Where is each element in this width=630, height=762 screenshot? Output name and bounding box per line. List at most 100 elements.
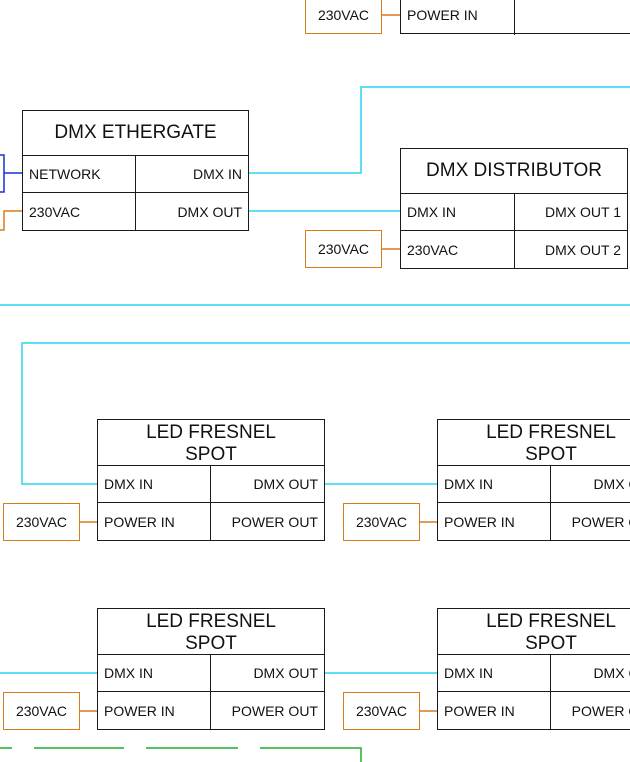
power-source-label: 230VAC: [317, 7, 370, 23]
port-label: DMX OUT: [253, 476, 318, 492]
port-label: POWER IN: [444, 513, 515, 530]
ground-wire: [0, 747, 362, 762]
power-source-label: 230VAC: [15, 703, 68, 719]
port-power-out: POWER OUT: [551, 692, 630, 729]
row-divider: [98, 691, 324, 692]
port-label: DMX OUT 2: [545, 241, 621, 258]
port-label: 230VAC: [407, 241, 459, 258]
power-source-label: 230VAC: [317, 241, 370, 257]
port-power-out: POWER OUT: [551, 503, 630, 540]
power-source-label: 230VAC: [355, 703, 408, 719]
port-label: DMX OUT: [177, 203, 242, 220]
port-label: DMX IN: [193, 165, 242, 182]
row-divider: [438, 691, 630, 692]
port-label: DMX IN: [104, 476, 153, 492]
port-label: DMX IN: [104, 665, 153, 681]
port-power-out: POWER OUT: [211, 692, 324, 729]
row-divider: [438, 502, 630, 503]
device-title: DMX DISTRIBUTOR: [401, 149, 627, 194]
port-power-in: POWER IN: [98, 692, 210, 729]
port-label: POWER OUT: [571, 513, 630, 530]
device-title-line: SPOT: [185, 633, 237, 654]
power-source-230vac: 230VAC: [343, 503, 420, 541]
row-divider: [98, 502, 324, 503]
port-label: DMX OUT: [253, 665, 318, 681]
port-label: 230VAC: [29, 203, 81, 220]
port-dmx-in: DMX IN: [438, 655, 550, 691]
port-label: DMX IN: [444, 476, 493, 492]
power-source-230vac: 230VAC: [305, 0, 382, 34]
port-dmx-in: DMX IN: [401, 193, 514, 230]
led-fresnel-spot: LED FRESNEL SPOT DMX IN DMX OUT POWER IN…: [97, 608, 325, 730]
port-power-in: POWER IN: [438, 692, 550, 729]
dmx-wire: [21, 342, 630, 485]
port-label: POWER IN: [407, 7, 478, 23]
port-label: DMX IN: [407, 203, 456, 220]
port-dmx-out: DMX OUT: [551, 655, 630, 691]
port-label: DMX OUT: [593, 476, 630, 492]
device-title-line: LED FRESNEL: [486, 611, 616, 632]
device-title: LED FRESNEL SPOT: [438, 420, 630, 466]
cell-divider: [210, 654, 211, 729]
port-dmx-in: DMX IN: [438, 466, 550, 502]
port-label: POWER OUT: [231, 702, 318, 719]
port-dmx-out-2: DMX OUT 2: [515, 231, 627, 268]
power-source-label: 230VAC: [355, 514, 408, 530]
port-power-out: POWER OUT: [211, 503, 324, 540]
port-dmx-in: DMX IN: [98, 466, 210, 502]
power-source-230vac: 230VAC: [343, 692, 420, 730]
cell-divider: [514, 193, 515, 268]
port-dmx-out-1: DMX OUT 1: [515, 193, 627, 230]
dmx-ethergate: DMX ETHERGATE NETWORK DMX IN 230VAC DMX …: [22, 110, 249, 231]
device-title-line: LED FRESNEL: [486, 422, 616, 443]
led-fresnel-spot: LED FRESNEL SPOT DMX IN DMX OUT POWER IN…: [437, 608, 630, 730]
power-source-230vac: 230VAC: [3, 692, 80, 730]
cell-divider: [135, 155, 136, 230]
power-wire: [0, 210, 22, 231]
port-label: DMX IN: [444, 665, 493, 681]
port-label: POWER IN: [444, 702, 515, 719]
device-title-line: SPOT: [525, 444, 577, 465]
cell-divider: [210, 465, 211, 540]
port-230vac: 230VAC: [401, 231, 514, 268]
power-source-label: 230VAC: [15, 514, 68, 530]
port-label: POWER IN: [104, 702, 175, 719]
port-power-in: POWER IN: [438, 503, 550, 540]
device-title-text: DMX DISTRIBUTOR: [426, 160, 602, 181]
device-title-line: LED FRESNEL: [146, 611, 276, 632]
port-dmx-out: DMX OUT: [211, 466, 324, 502]
device-title-line: SPOT: [525, 633, 577, 654]
power-source-230vac: 230VAC: [3, 503, 80, 541]
port-dmx-in: DMX IN: [98, 655, 210, 691]
cell-divider: [550, 654, 551, 729]
cell-divider: [514, 0, 515, 35]
port-network: NETWORK: [23, 155, 135, 192]
port-dmx-out: DMX OUT: [211, 655, 324, 691]
device-title-line: SPOT: [185, 444, 237, 465]
led-fresnel-spot: LED FRESNEL SPOT DMX IN DMX OUT POWER IN…: [437, 419, 630, 541]
port-dmx-out: DMX OUT: [551, 466, 630, 502]
device-title: DMX ETHERGATE: [23, 111, 248, 156]
dmx-distributor: DMX DISTRIBUTOR DMX IN DMX OUT 1 230VAC …: [400, 148, 628, 269]
port-power-in: POWER IN: [401, 0, 514, 33]
port-label: NETWORK: [29, 165, 101, 182]
port-label: POWER IN: [104, 513, 175, 530]
port-label: DMX OUT: [593, 665, 630, 681]
port-power-in: POWER IN: [98, 503, 210, 540]
port-label: POWER OUT: [231, 513, 318, 530]
power-source-230vac: 230VAC: [305, 230, 382, 268]
port-dmx-in: DMX IN: [136, 155, 248, 192]
device-title: LED FRESNEL SPOT: [98, 609, 324, 655]
dmx-wire: [248, 86, 630, 174]
led-fresnel-spot: LED FRESNEL SPOT DMX IN DMX OUT POWER IN…: [97, 419, 325, 541]
port-230vac: 230VAC: [23, 193, 135, 230]
device-title: LED FRESNEL SPOT: [98, 420, 324, 466]
port-label: POWER OUT: [571, 702, 630, 719]
port-dmx-out: DMX OUT: [136, 193, 248, 230]
device-title-line: LED FRESNEL: [146, 422, 276, 443]
device-title: LED FRESNEL SPOT: [438, 609, 630, 655]
port-label: DMX OUT 1: [545, 203, 621, 220]
cell-divider: [550, 465, 551, 540]
